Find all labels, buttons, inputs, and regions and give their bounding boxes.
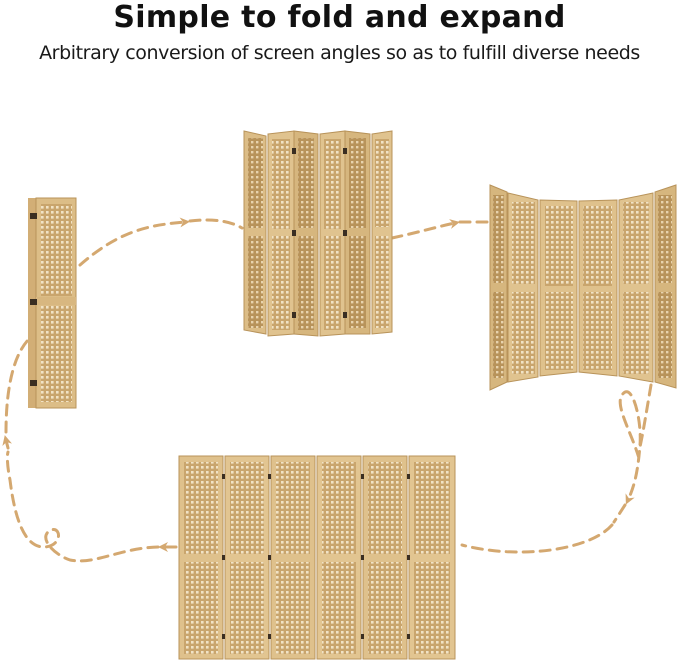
page-title: Simple to fold and expand bbox=[113, 0, 566, 35]
flow-arrows bbox=[2, 217, 653, 563]
folded-screen bbox=[28, 197, 77, 409]
flat-screen bbox=[178, 455, 456, 660]
page-subtitle: Arbitrary conversion of screen angles so… bbox=[39, 42, 640, 64]
arrow-zigzag-to-curved bbox=[390, 219, 460, 240]
arrow-folded-to-zigzag bbox=[78, 217, 190, 267]
arrow-curved-to-flat bbox=[618, 383, 653, 505]
curved-screen bbox=[489, 184, 677, 391]
zigzag-screen bbox=[243, 130, 393, 337]
